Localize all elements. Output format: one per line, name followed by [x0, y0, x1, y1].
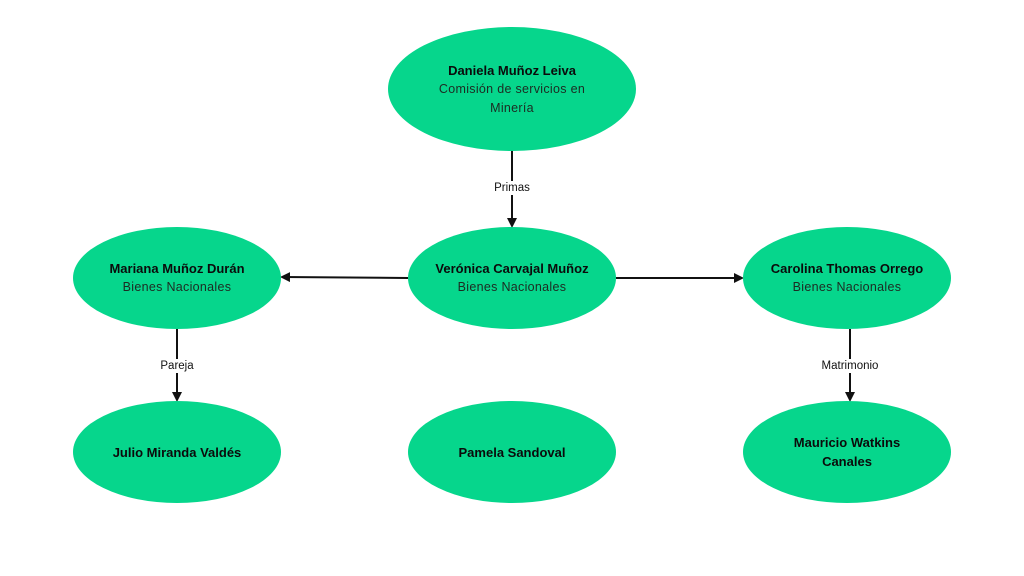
- node-name: Verónica Carvajal Muñoz: [435, 261, 589, 276]
- node-role: Bienes Nacionales: [792, 280, 902, 294]
- node-mauricio[interactable]: Mauricio Watkins Canales: [743, 401, 951, 503]
- node-name: Julio Miranda Valdés: [112, 444, 242, 460]
- node-name: Pamela Sandoval: [458, 444, 566, 460]
- node-carolina[interactable]: Carolina Thomas Orrego Bienes Nacionales: [743, 227, 951, 329]
- edge-label-primas: Primas: [491, 181, 533, 195]
- edge-label-matrimonio: Matrimonio: [818, 359, 882, 373]
- node-role: Comisión de servicios en Minería: [438, 81, 586, 115]
- node-name: Mauricio Watkins Canales: [793, 435, 901, 469]
- node-name: Carolina Thomas Orrego: [770, 261, 924, 276]
- node-mariana[interactable]: Mariana Muñoz Durán Bienes Nacionales: [73, 227, 281, 329]
- node-veronica[interactable]: Verónica Carvajal Muñoz Bienes Nacionale…: [408, 227, 616, 329]
- node-julio[interactable]: Julio Miranda Valdés: [73, 401, 281, 503]
- node-role: Bienes Nacionales: [457, 280, 567, 294]
- node-role: Bienes Nacionales: [122, 280, 232, 294]
- node-pamela[interactable]: Pamela Sandoval: [408, 401, 616, 503]
- edge-label-pareja: Pareja: [157, 359, 197, 373]
- node-daniela[interactable]: Daniela Muñoz Leiva Comisión de servicio…: [388, 27, 636, 151]
- edge-veronica-mariana: [280, 272, 409, 283]
- node-name: Daniela Muñoz Leiva: [448, 62, 576, 78]
- node-name: Mariana Muñoz Durán: [109, 261, 245, 276]
